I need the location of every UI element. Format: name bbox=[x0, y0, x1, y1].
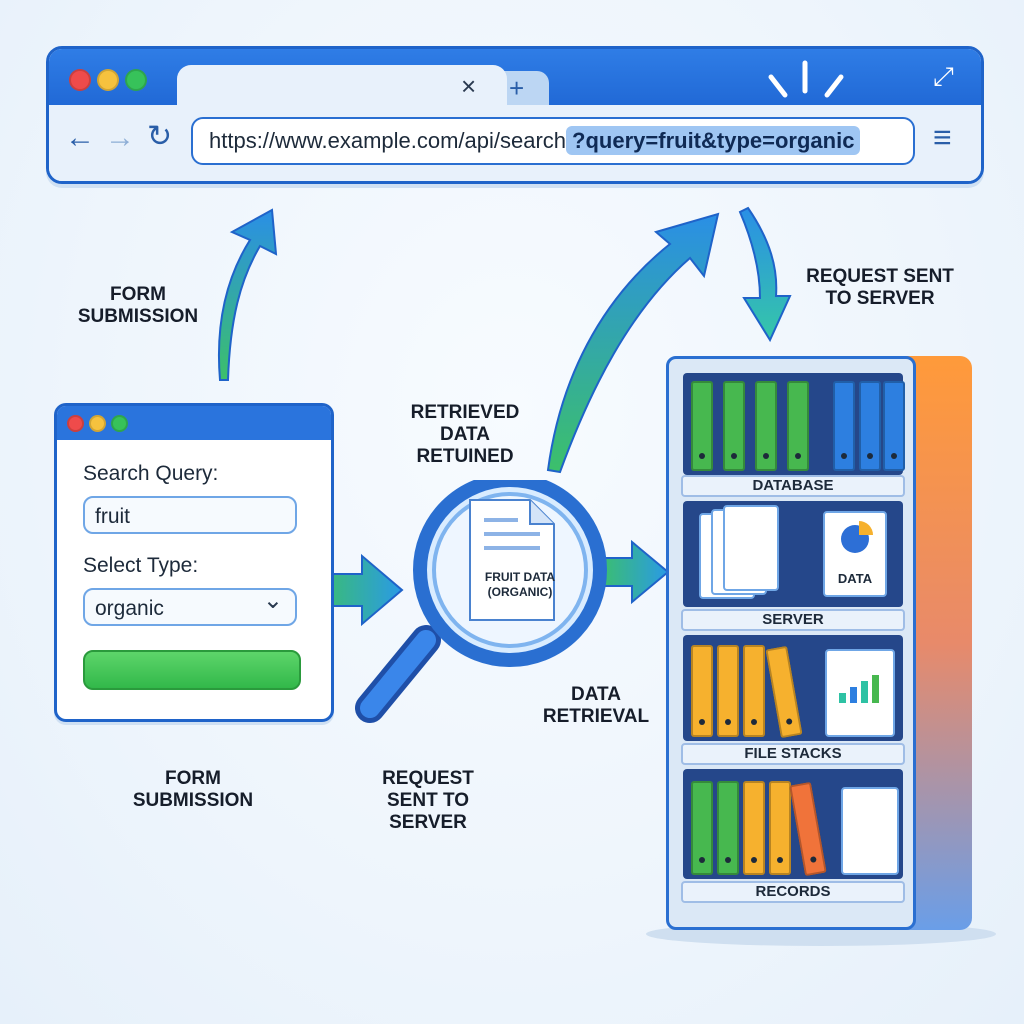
maximize-window-dot[interactable] bbox=[125, 69, 147, 91]
shelf-label-records: RECORDS bbox=[681, 881, 905, 903]
binder bbox=[765, 645, 803, 739]
select-type-label: Select Type: bbox=[83, 554, 199, 577]
label-form-submission-top: FORM SUBMISSION bbox=[77, 284, 199, 327]
expand-icon[interactable]: ⤢ bbox=[933, 61, 954, 91]
database-shelf: DATABASE DATA SERVER FILE STACKS bbox=[666, 356, 916, 930]
binder bbox=[755, 381, 777, 471]
shelf-label-database: DATABASE bbox=[681, 475, 905, 497]
search-query-input[interactable]: fruit bbox=[83, 496, 297, 534]
binder bbox=[883, 381, 905, 471]
browser-window: + × ⤢ ← → ↻ https://www.example.com/api/… bbox=[46, 46, 984, 184]
select-type-dropdown[interactable]: organic ⌄ bbox=[83, 587, 297, 626]
binder bbox=[743, 645, 765, 737]
shelf-label-file-stacks: FILE STACKS bbox=[681, 743, 905, 765]
request-sent-arrow bbox=[738, 206, 792, 343]
retrieved-data-arrow bbox=[546, 212, 720, 474]
search-form-window: Search Query: fruit Select Type: organic… bbox=[54, 403, 334, 722]
binder bbox=[691, 781, 713, 875]
menu-icon[interactable]: ≡ bbox=[933, 119, 952, 155]
binder bbox=[769, 781, 791, 875]
form-close-dot[interactable] bbox=[67, 415, 84, 432]
minimize-window-dot[interactable] bbox=[97, 69, 119, 91]
plus-icon: + bbox=[509, 73, 525, 103]
form-submission-arrow bbox=[217, 208, 278, 381]
binder bbox=[787, 381, 809, 471]
browser-titlebar: + × ⤢ bbox=[49, 49, 981, 107]
url-query-highlight: ?query=fruit&type=organic bbox=[566, 126, 861, 155]
binder bbox=[717, 781, 739, 875]
submit-button[interactable] bbox=[83, 650, 301, 690]
record-document bbox=[841, 787, 899, 875]
report-document bbox=[825, 649, 895, 737]
magnifier-document-label: FRUIT DATA (ORGANIC) bbox=[484, 570, 556, 599]
close-icon[interactable]: × bbox=[461, 71, 477, 101]
bar-chart-icon bbox=[839, 675, 879, 703]
search-query-label: Search Query: bbox=[83, 462, 219, 485]
document-stack bbox=[723, 505, 779, 591]
browser-toolbar: ← → ↻ https://www.example.com/api/search… bbox=[49, 105, 981, 181]
address-bar[interactable]: https://www.example.com/api/search?query… bbox=[191, 117, 915, 165]
pie-chart-icon bbox=[841, 521, 873, 553]
binder bbox=[833, 381, 855, 471]
magnifier-icon bbox=[355, 480, 607, 723]
select-type-value: organic bbox=[95, 597, 164, 620]
forward-arrow-icon[interactable]: → bbox=[105, 121, 135, 154]
binder bbox=[691, 381, 713, 471]
url-base: https://www.example.com/api/search bbox=[209, 128, 567, 153]
shelf-label-server: SERVER bbox=[681, 609, 905, 631]
label-request-sent-top: REQUEST SENT TO SERVER bbox=[806, 266, 954, 309]
shelf-bay-server: DATA bbox=[683, 501, 903, 607]
label-retrieved-data: RETRIEVED DATA RETUINED bbox=[410, 402, 520, 467]
back-arrow-icon[interactable]: ← bbox=[65, 121, 95, 154]
form-maximize-dot[interactable] bbox=[111, 415, 128, 432]
shelf-bay-database bbox=[683, 373, 905, 475]
chevron-down-icon: ⌄ bbox=[262, 587, 283, 614]
sparkle-icon bbox=[768, 60, 844, 98]
binder bbox=[859, 381, 881, 471]
close-window-dot[interactable] bbox=[69, 69, 91, 91]
shelf-bay-records bbox=[683, 769, 903, 879]
shelf-bay-file-stacks bbox=[683, 635, 903, 741]
reload-icon[interactable]: ↻ bbox=[147, 120, 173, 153]
binder bbox=[691, 645, 713, 737]
label-form-submission-bottom: FORM SUBMISSION bbox=[132, 768, 254, 811]
data-card-label: DATA bbox=[837, 571, 873, 586]
label-request-sent-bottom: REQUEST SENT TO SERVER bbox=[382, 768, 474, 833]
binder bbox=[723, 381, 745, 471]
label-data-retrieval: DATA RETRIEVAL bbox=[542, 684, 650, 727]
binder bbox=[743, 781, 765, 875]
active-tab[interactable]: × bbox=[177, 65, 507, 107]
form-titlebar bbox=[57, 406, 331, 440]
url-text: https://www.example.com/api/search?query… bbox=[209, 119, 861, 163]
data-card: DATA bbox=[823, 511, 887, 597]
binder bbox=[789, 781, 827, 877]
binder bbox=[717, 645, 739, 737]
form-minimize-dot[interactable] bbox=[89, 415, 106, 432]
